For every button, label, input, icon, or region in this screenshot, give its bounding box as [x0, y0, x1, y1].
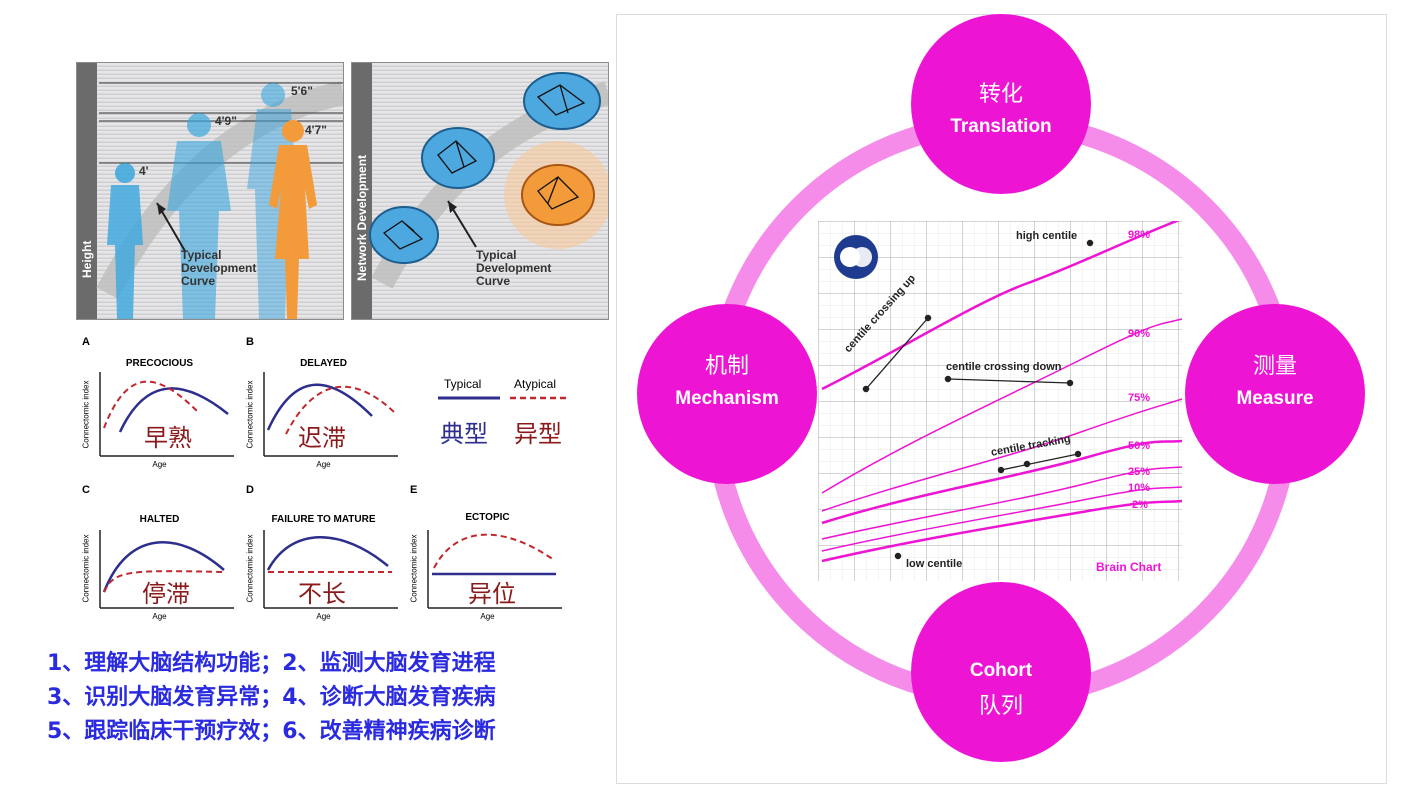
legend-atypical-label: Atypical: [514, 377, 557, 391]
network-illustration: Network Development Typical Development …: [351, 62, 609, 320]
network-curve-label: Typical Development Curve: [476, 248, 552, 288]
mini-chart-ylabel: Connectomic index: [409, 534, 419, 603]
mini-chart-ylabel: Connectomic index: [245, 534, 255, 603]
legend-typical-label: Typical: [444, 377, 482, 391]
node-cohort: Cohort 队列: [911, 582, 1091, 762]
height-curve-label: Typical Development Curve: [181, 248, 257, 288]
mini-chart-cn-label: 迟滞: [298, 424, 346, 452]
mini-chart-title: FAILURE TO MATURE: [271, 514, 376, 525]
mini-chart-letter: B: [246, 336, 254, 348]
centile-10: 10%: [1128, 482, 1151, 494]
network-brains-art: [369, 72, 608, 289]
mini-chart-ylabel: Connectomic index: [245, 380, 255, 449]
mini-chart-letter: E: [410, 484, 418, 496]
centile-98: 98%: [1128, 229, 1151, 241]
mini-chart-failure-to-mature: D FAILURE TO MATURE Connectomic index 不长…: [246, 484, 401, 624]
centile-90: 90%: [1128, 328, 1151, 340]
label-crossing-down: centile crossing down: [946, 361, 1062, 373]
centile-50: 50%: [1128, 440, 1151, 452]
mini-chart-letter: D: [246, 484, 254, 496]
mini-chart-xlabel: Age: [316, 612, 331, 621]
node-translation: 转化 Translation: [911, 14, 1091, 194]
node-zh-label: 机制: [704, 354, 749, 379]
node-measure: 测量 Measure: [1185, 304, 1365, 484]
height-mark-5-6: 5'6": [291, 84, 313, 98]
mini-chart-cn-label: 异位: [468, 580, 516, 608]
node-mechanism: 机制 Mechanism: [637, 304, 817, 484]
mini-chart-title: DELAYED: [300, 358, 347, 369]
mini-chart-letter: C: [82, 484, 90, 496]
mini-chart-title: ECTOPIC: [465, 512, 510, 523]
mini-chart-cn-label: 停滞: [142, 580, 190, 608]
height-mark-4: 4': [139, 164, 149, 178]
brain-chart-title: Brain Chart: [1096, 560, 1162, 574]
mini-chart-plot: [99, 530, 234, 609]
label-high-centile: high centile: [1016, 230, 1078, 242]
node-zh-label: 测量: [1252, 354, 1297, 379]
node-en-label: Translation: [950, 116, 1052, 137]
legend-typical-cn: 典型: [440, 420, 488, 448]
node-zh-label: 队列: [978, 694, 1023, 719]
brain-chart-logo: [834, 235, 878, 279]
network-side-bar: [352, 63, 372, 319]
mini-chart-letter: A: [82, 336, 90, 348]
height-mark-4-7: 4'7": [305, 123, 327, 137]
brain-chart: high centile centile crossing up centile…: [818, 221, 1182, 581]
mini-chart-xlabel: Age: [316, 460, 331, 469]
mini-chart-xlabel: Age: [480, 612, 495, 621]
mini-chart-cn-label: 不长: [298, 580, 346, 608]
height-side-bar: [77, 63, 97, 319]
node-en-label: Cohort: [969, 660, 1033, 681]
goal-line-1: 1、理解大脑结构功能；2、监测大脑发育进程: [47, 651, 496, 676]
height-figure-art: [96, 81, 343, 319]
mini-chart-ectopic: E ECTOPIC Connectomic index 异位 Age: [410, 484, 565, 624]
centile-2: 2%: [1132, 499, 1148, 511]
mini-chart-ylabel: Connectomic index: [81, 534, 91, 603]
mini-chart-delayed: B DELAYED Connectomic index 迟滞 Age: [246, 336, 401, 476]
brain-chart-plot: [818, 221, 1182, 581]
mini-chart-xlabel: Age: [152, 612, 167, 621]
node-zh-label: 转化: [978, 82, 1023, 107]
mini-chart-ylabel: Connectomic index: [81, 380, 91, 449]
mini-chart-plot: [263, 530, 398, 609]
mini-chart-xlabel: Age: [152, 460, 167, 469]
height-mark-4-9: 4'9": [215, 114, 237, 128]
mini-chart-cn-label: 早熟: [144, 424, 192, 452]
legend-lines: [438, 396, 570, 400]
mini-chart-plot: [427, 530, 562, 609]
mini-chart-precocious: A PRECOCIOUS Connectomic index 早熟 Age: [82, 336, 237, 476]
label-low-centile: low centile: [906, 558, 963, 570]
node-en-label: Mechanism: [675, 388, 779, 409]
legend-atypical-cn: 异型: [514, 420, 562, 448]
mini-chart-plot: [263, 372, 398, 457]
mini-chart-plot: [99, 372, 234, 457]
mini-chart-title: PRECOCIOUS: [125, 358, 194, 369]
node-en-label: Measure: [1236, 388, 1314, 409]
height-illustration: Height 5'6" 4'9" 4'7" 4' Typical Develop…: [76, 62, 344, 320]
mini-chart-halted: C HALTED Connectomic index 停滞 Age: [82, 484, 237, 624]
centile-75: 75%: [1128, 392, 1151, 404]
centile-25: 25%: [1128, 466, 1151, 478]
goal-line-2: 3、识别大脑发育异常；4、诊断大脑发育疾病: [47, 685, 496, 710]
mini-chart-title: HALTED: [139, 514, 180, 525]
goal-line-3: 5、跟踪临床干预疗效；6、改善精神疾病诊断: [47, 719, 496, 744]
